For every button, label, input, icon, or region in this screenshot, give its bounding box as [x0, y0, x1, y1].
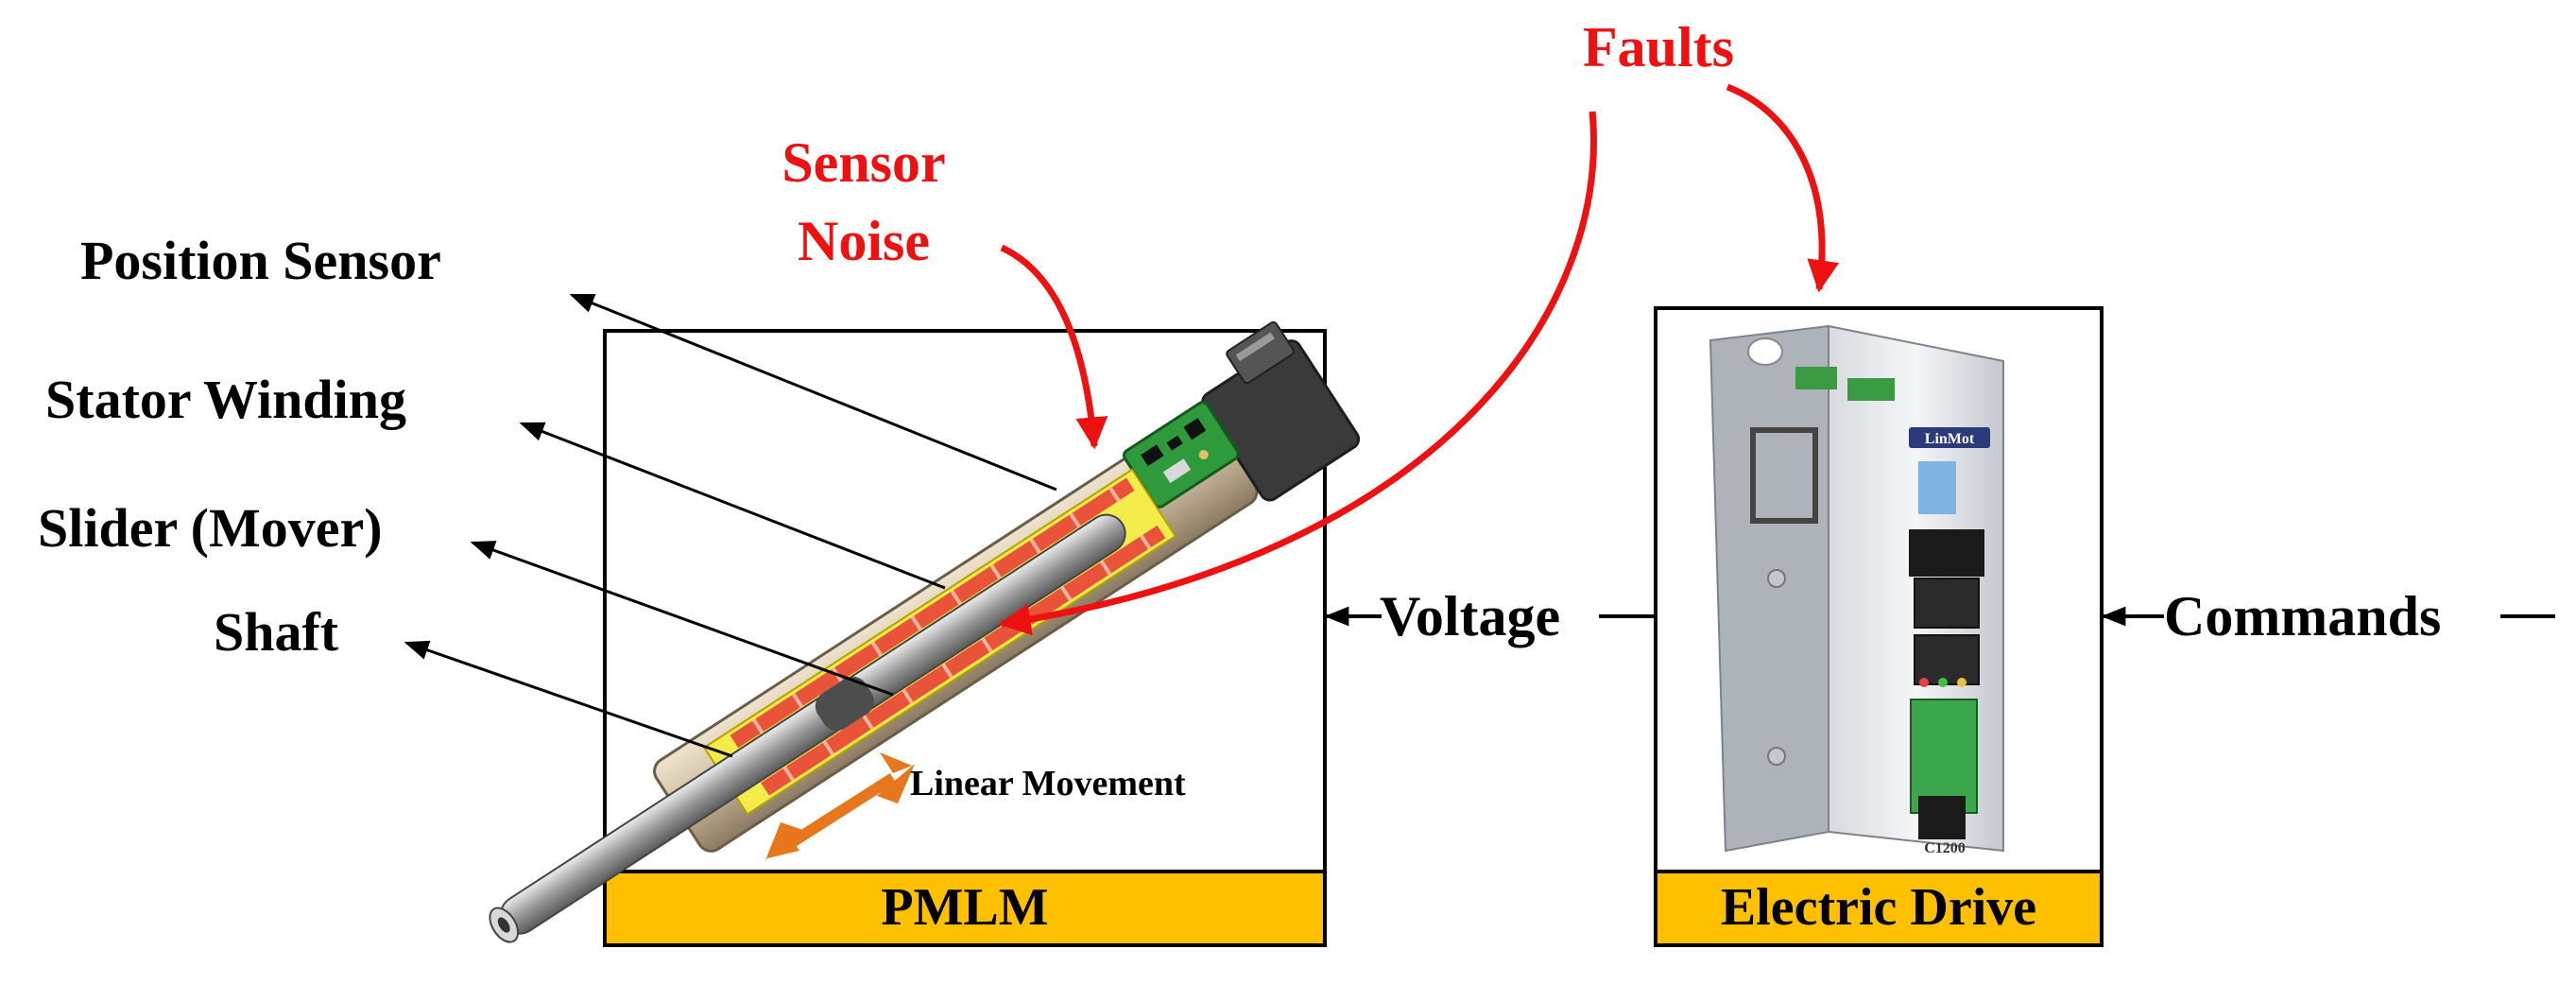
drive-model: C1200 — [1924, 840, 1966, 856]
electric-drive-label: Electric Drive — [1721, 878, 2036, 937]
stator-winding-coils — [730, 477, 1166, 796]
slider-label: Slider (Mover) — [38, 497, 383, 559]
pmlm-label-box — [603, 870, 1327, 947]
pmlm-label: PMLM — [881, 878, 1048, 937]
linear-motor-image — [489, 320, 1361, 943]
slider-leader — [470, 541, 894, 697]
sensor-noise-label-line1: Sensor — [781, 131, 945, 194]
sensor-noise-label-line2: Noise — [798, 210, 930, 272]
slider-shaft — [489, 513, 1126, 943]
shaft-label: Shaft — [214, 601, 339, 663]
commands-label: Commands — [2164, 585, 2441, 647]
stator-winding-leader — [519, 422, 946, 590]
drive-device-image: LinMot C1200 — [1709, 324, 2004, 856]
electric-drive-label-box — [1654, 870, 2104, 947]
faults-label: Faults — [1583, 16, 1734, 78]
stator-winding-label: Stator Winding — [45, 369, 406, 430]
faults-arrow-to-motor — [998, 111, 1597, 636]
sensor-noise-arrow — [1000, 244, 1108, 450]
shaft-leader — [404, 640, 733, 758]
faults-arrow-to-drive — [1726, 83, 1840, 293]
position-sensor-leader — [569, 293, 1057, 492]
position-sensor-label: Position Sensor — [80, 230, 441, 291]
linear-movement-arrow — [765, 752, 915, 860]
drive-brand: LinMot — [1925, 431, 1975, 447]
voltage-label: Voltage — [1380, 585, 1560, 647]
linear-movement-label: Linear Movement — [910, 764, 1186, 803]
